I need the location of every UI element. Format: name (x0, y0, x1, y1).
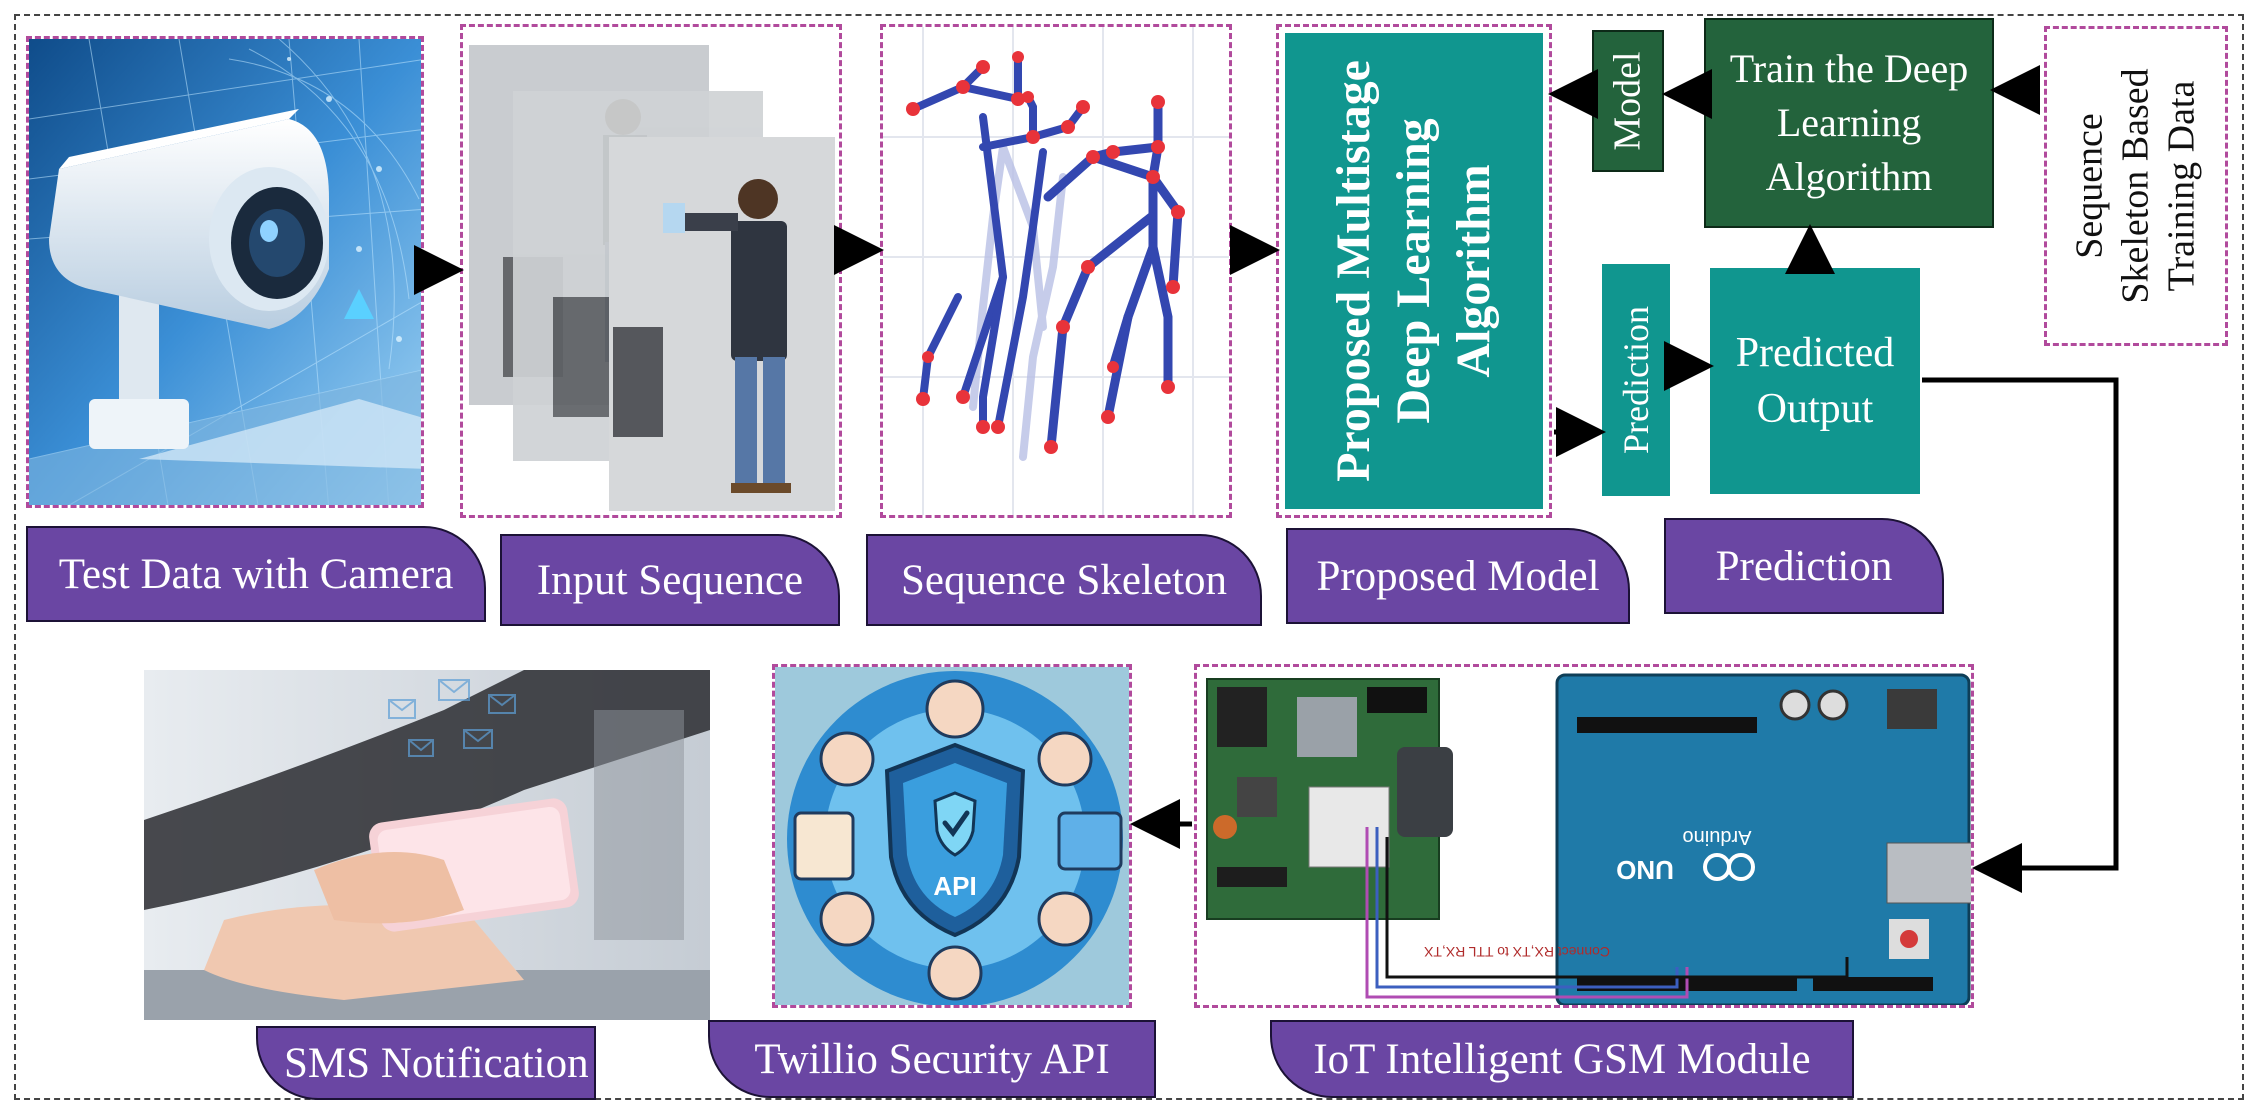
input-sequence-label: Input Sequence (500, 534, 840, 626)
model-box: Model (1592, 30, 1664, 172)
skeleton-joints (906, 51, 1185, 454)
gsm-arduino-illustration: Arduino UNO Connect RX,TX to TTL RX,TX (1197, 667, 1971, 1005)
train-algorithm-box: Train the Deep Learning Algorithm (1704, 18, 1994, 228)
proposed-model-label: Proposed Model (1286, 528, 1630, 624)
sequence-skeleton-label: Sequence Skeleton (866, 534, 1262, 626)
input-sequence-frames (469, 45, 835, 511)
sms-image (144, 670, 710, 1020)
proposed-algorithm-box: Proposed Multistage Deep Learning Algori… (1276, 24, 1552, 518)
skeleton-1 (909, 53, 1022, 431)
input-sequence-box (460, 24, 842, 518)
phone-hand-illustration (144, 670, 710, 1020)
arduino-board: Arduino UNO (1555, 673, 1971, 1005)
proposed-algorithm-text: Proposed Multistage Deep Learning Algori… (1327, 60, 1501, 482)
sms-notification-label: SMS Notification (256, 1026, 596, 1100)
camera-label: Test Data with Camera (26, 526, 486, 622)
prediction-label: Prediction (1664, 518, 1944, 614)
gsm-board (1206, 678, 1453, 920)
uno-text: UNO (1616, 855, 1674, 885)
diagram-frame (14, 14, 2244, 1100)
gsm-module-box: Arduino UNO Connect RX,TX to TTL RX,TX (1194, 664, 1974, 1008)
twillio-api-box: API (772, 664, 1132, 1008)
training-data-box: Sequence Skeleton Based Training Data (2044, 26, 2228, 346)
twillio-security-api-label: Twillio Security API (708, 1020, 1156, 1098)
skeleton-box (880, 24, 1232, 518)
gsm-module-label: IoT Intelligent GSM Module (1270, 1020, 1854, 1098)
arduino-text: Arduino (1683, 826, 1752, 848)
api-security-illustration: API (775, 667, 1129, 1005)
skeleton-sequence-graphic (883, 27, 1229, 515)
predicted-output-box: Predicted Output (1710, 268, 1920, 494)
security-camera-illustration (29, 39, 421, 505)
wire-note: Connect RX,TX to TTL RX,TX (1423, 944, 1610, 960)
prediction-box: Prediction (1602, 264, 1670, 496)
camera-image-box (26, 36, 424, 508)
api-text: API (933, 871, 976, 901)
message-icons (388, 679, 516, 757)
frame-3 (609, 137, 835, 511)
